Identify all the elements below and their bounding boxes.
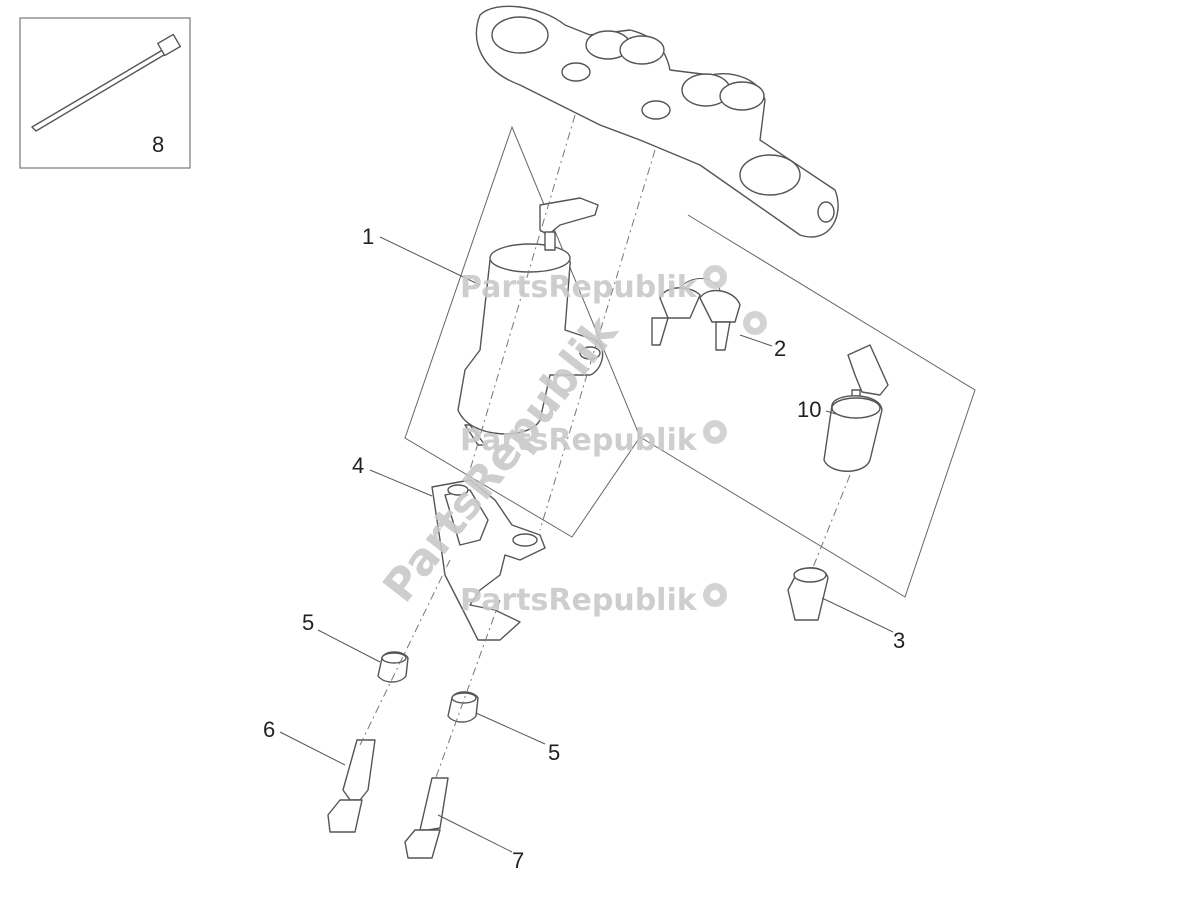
ignition-switch	[457, 197, 604, 446]
watermarks: PartsRepublik PartsRepublik PartsRepubli…	[373, 265, 767, 618]
callout-10: 10	[797, 397, 821, 422]
lock-insert	[787, 567, 829, 621]
watermark-text: PartsRepublik	[460, 423, 698, 458]
callout-8: 8	[152, 132, 164, 157]
mounting-bracket	[431, 479, 546, 641]
inset-cable-tie: 8	[19, 17, 191, 169]
triple-clamp	[475, 5, 839, 238]
callout-5b: 5	[548, 740, 560, 765]
assembly-axes	[359, 114, 851, 781]
lock-cylinder	[823, 344, 889, 472]
callout-6: 6	[263, 717, 275, 742]
callout-2: 2	[774, 336, 786, 361]
callout-7: 7	[512, 848, 524, 873]
watermark-text: PartsRepublik	[460, 583, 698, 618]
callout-5a: 5	[302, 610, 314, 635]
callout-4: 4	[352, 453, 364, 478]
callout-1: 1	[362, 224, 374, 249]
bolts	[327, 739, 449, 859]
callout-3: 3	[893, 628, 905, 653]
watermark-text: PartsRepublik	[460, 270, 698, 305]
assembly-frames	[404, 125, 976, 598]
leader-lines	[279, 236, 894, 853]
spacer-bushings	[377, 651, 479, 723]
gear-icon	[703, 265, 767, 607]
callout-labels: 1 2 3 4 5 5 6 7 10	[263, 224, 905, 873]
